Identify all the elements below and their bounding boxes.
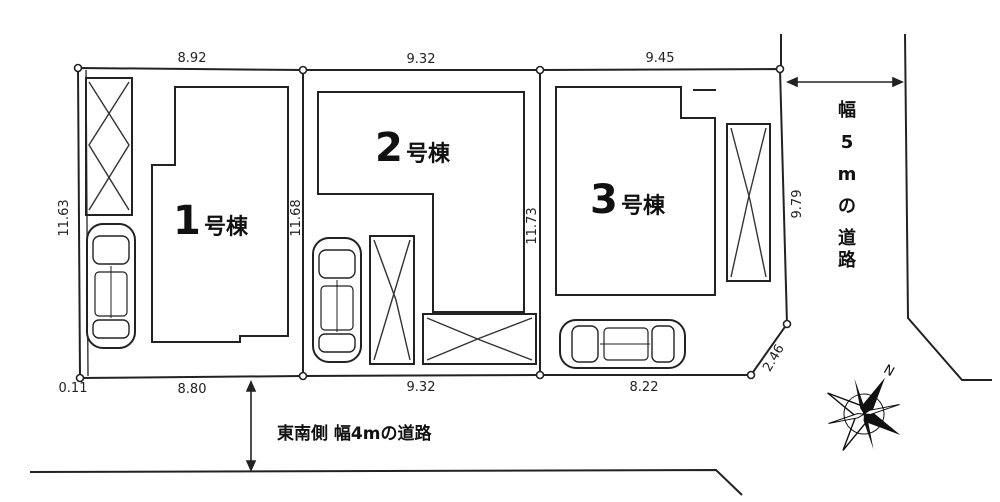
lot-2-label: 2 号棟 bbox=[375, 125, 451, 171]
parking-bay-1 bbox=[85, 77, 133, 216]
east-road-edges bbox=[780, 33, 992, 381]
dim-lot2-lot3: 11.73 bbox=[525, 207, 540, 244]
east-road-width-arrow bbox=[786, 76, 904, 88]
svg-text:m: m bbox=[838, 164, 857, 185]
dim-top-2: 9.32 bbox=[407, 52, 436, 67]
car-lot-1 bbox=[86, 223, 136, 349]
dim-corner-cut: 2.46 bbox=[760, 342, 787, 375]
dim-right-side: 9.79 bbox=[790, 190, 805, 219]
lot-3-label: 3 号棟 bbox=[590, 177, 666, 223]
svg-text:2: 2 bbox=[375, 125, 403, 171]
svg-text:の: の bbox=[838, 196, 856, 217]
compass-north-label: N bbox=[881, 362, 897, 380]
svg-text:1: 1 bbox=[173, 198, 201, 244]
svg-text:3: 3 bbox=[590, 177, 618, 223]
car-lot-2 bbox=[312, 237, 362, 363]
car-lot-3 bbox=[559, 319, 686, 369]
building-lot-1 bbox=[151, 86, 289, 343]
svg-text:5: 5 bbox=[841, 132, 854, 153]
south-road-width-arrow bbox=[245, 380, 257, 472]
building-lot-2 bbox=[317, 91, 525, 313]
dim-top-1: 8.92 bbox=[178, 51, 207, 66]
dim-bottom-0: 0.11 bbox=[59, 381, 88, 396]
compass-icon: N bbox=[827, 362, 901, 451]
parking-bay-2 bbox=[369, 235, 415, 365]
svg-text:号棟: 号棟 bbox=[621, 193, 666, 219]
dim-lot1-lot2: 11.68 bbox=[289, 199, 304, 236]
parking-bay-4 bbox=[726, 123, 771, 282]
svg-text:路: 路 bbox=[838, 249, 857, 271]
parking-bay-3 bbox=[422, 313, 537, 365]
svg-text:幅: 幅 bbox=[838, 99, 856, 121]
lot-1-label: 1 号棟 bbox=[173, 198, 249, 244]
svg-text:道: 道 bbox=[838, 227, 856, 249]
svg-text:号棟: 号棟 bbox=[204, 214, 249, 240]
dim-bottom-2: 9.32 bbox=[407, 380, 436, 395]
boundary-markers bbox=[73, 63, 792, 383]
east-road-label: 幅 5 m の 道 路 bbox=[838, 99, 857, 271]
dim-top-3: 9.45 bbox=[646, 51, 675, 66]
dim-bottom-1: 8.80 bbox=[178, 382, 207, 397]
south-road-label: 東南側 幅4mの道路 bbox=[277, 423, 432, 444]
dim-bottom-3: 8.22 bbox=[630, 380, 659, 395]
south-road-edge bbox=[29, 468, 743, 496]
dim-left-side: 11.63 bbox=[57, 199, 72, 236]
svg-text:号棟: 号棟 bbox=[406, 141, 451, 167]
building-lot-3 bbox=[555, 86, 716, 296]
